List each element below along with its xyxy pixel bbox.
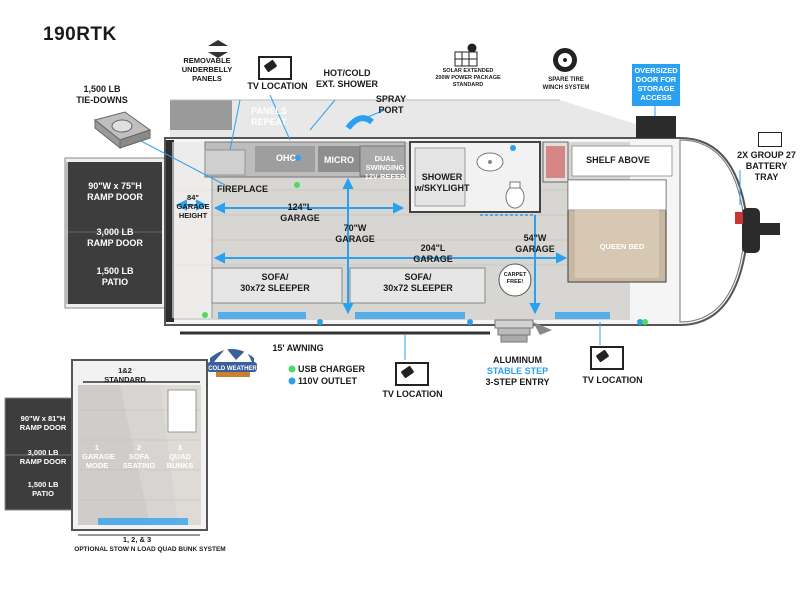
tie-down-icon <box>93 111 152 150</box>
inset-ramp-door-capacity: 3,000 LB RAMP DOOR <box>19 448 67 466</box>
legend-usb-label: USB CHARGER <box>298 364 366 374</box>
spare-tire-label: SPARE TIRE WINCH SYSTEM <box>542 77 590 91</box>
sofa-2-label: SOFA/ 30x72 SLEEPER <box>383 272 453 293</box>
inset-mode-2: 2 SOFA SEATING <box>122 443 156 470</box>
ramp-door <box>64 157 166 309</box>
garage-height-label: 84" GARAGE HEIGHT <box>176 193 210 220</box>
legend-outlet: 110V OUTLET <box>298 376 357 386</box>
battery-icon <box>758 132 782 147</box>
model-title: 190RTK <box>43 24 117 45</box>
dimension-lines <box>175 177 568 315</box>
shower-label: SHOWER w/SKYLIGHT <box>414 172 470 193</box>
battery-tray-label: 2X GROUP 27 BATTERY TRAY <box>737 150 796 182</box>
ext-shower-hose <box>345 115 374 130</box>
inset-mode-1: 1 GARAGE MODE <box>82 443 115 470</box>
entry-label-3: 3-STEP ENTRY <box>485 377 550 387</box>
tie-downs-label: 1,500 LB TIE-DOWNS <box>76 84 128 105</box>
entry-label-1: ALUMINUM <box>493 355 542 365</box>
micro-label: MICRO <box>324 155 354 165</box>
ext-shower-label: HOT/COLD EXT. SHOWER <box>315 68 378 89</box>
garage-70-label: 70"W GARAGE <box>335 223 375 244</box>
ohc-label: OHC <box>276 153 296 163</box>
entry-label-2: STABLE STEP <box>486 366 549 376</box>
underbelly-icon <box>208 40 228 58</box>
inset-ramp-door-size: 90"W x 81"H RAMP DOOR <box>19 414 67 432</box>
tv-icon <box>395 362 429 386</box>
spare-tire-icon <box>553 48 577 72</box>
garage-204-label: 204"L GARAGE <box>413 243 453 264</box>
fireplace-label: FIREPLACE <box>216 184 268 194</box>
cold-weather-badge <box>207 348 257 377</box>
legend-usb: USB CHARGER <box>298 364 365 374</box>
solar-label: SOLAR EXTENDED 200W POWER PACKAGE STANDA… <box>435 68 501 88</box>
inset-mode-3: 3 QUAD BUNKS <box>166 443 194 470</box>
cold-weather-label: COLD WEATHER <box>208 366 257 372</box>
sofa-1-label: SOFA/ 30x72 SLEEPER <box>240 272 310 293</box>
legend-outlet-label: 110V OUTLET <box>298 376 358 386</box>
tv-location-bottom-label-2: TV LOCATION <box>582 375 643 385</box>
underbelly-label: REMOVABLE UNDERBELLY PANELS <box>181 56 233 83</box>
shelf-above-label: SHELF ABOVE <box>586 155 650 165</box>
tv-location-bottom-label-1: TV LOCATION <box>382 389 443 399</box>
spray-port-label: SPRAY PORT <box>375 94 407 115</box>
carpet-free-badge <box>498 263 532 297</box>
hitch <box>742 208 760 253</box>
solar-panel-icon <box>454 43 478 67</box>
inset-footer-label: OPTIONAL STOW N LOAD QUAD BUNK SYSTEM <box>74 546 226 553</box>
entry-steps <box>494 319 552 343</box>
inset-diagram <box>4 359 208 536</box>
underbelly-panel-band <box>170 100 232 130</box>
refer-label: DUAL SWINGING 12V REFER <box>364 154 406 181</box>
tv-location-top-label: TV LOCATION <box>247 81 308 91</box>
inset-standard-label: 1&2 STANDARD <box>104 366 146 384</box>
inset-footer-number: 1, 2, & 3 <box>122 535 152 544</box>
queen-bed-label: QUEEN BED <box>599 242 645 251</box>
ramp-patio-capacity: 1,500 LB PATIO <box>96 266 134 287</box>
tv-icon <box>590 346 624 370</box>
oversized-door-callout: OVERSIZED DOOR FOR STORAGE ACCESS <box>632 64 680 106</box>
panels-repeat-label: PANELS REPEAT <box>251 106 287 127</box>
ramp-door-capacity: 3,000 LB RAMP DOOR <box>87 227 143 248</box>
awning-label: 15' AWNING <box>272 343 324 353</box>
ramp-door-size: 90"W x 75"H RAMP DOOR <box>87 181 143 202</box>
garage-124-label: 124"L GARAGE <box>280 202 320 223</box>
tv-icon <box>258 56 292 80</box>
carpet-free-label: CARPET FREE! <box>503 272 527 285</box>
garage-54-label: 54"W GARAGE <box>515 233 555 254</box>
inset-patio-capacity: 1,500 LB PATIO <box>27 480 59 498</box>
